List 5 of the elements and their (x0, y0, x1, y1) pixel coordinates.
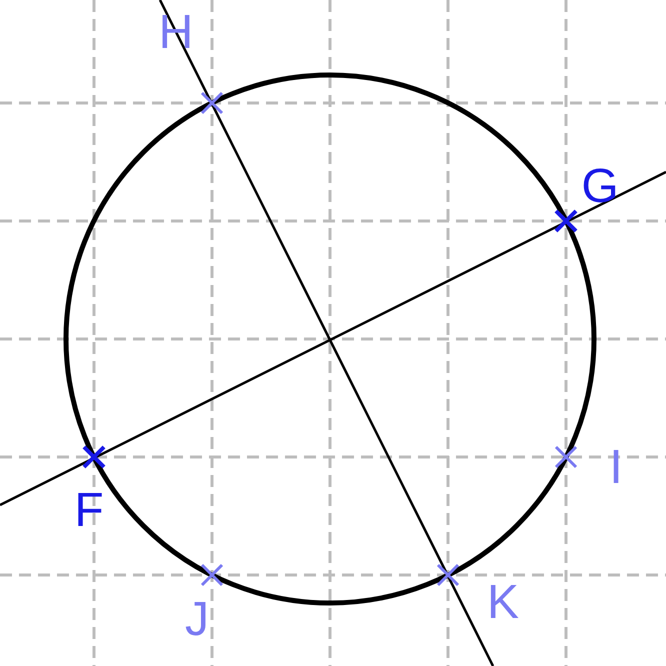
point-label: K (487, 579, 519, 627)
point-label: J (185, 596, 209, 644)
point-label: G (581, 163, 619, 211)
point-label: I (609, 444, 623, 492)
point-label: F (74, 487, 104, 535)
